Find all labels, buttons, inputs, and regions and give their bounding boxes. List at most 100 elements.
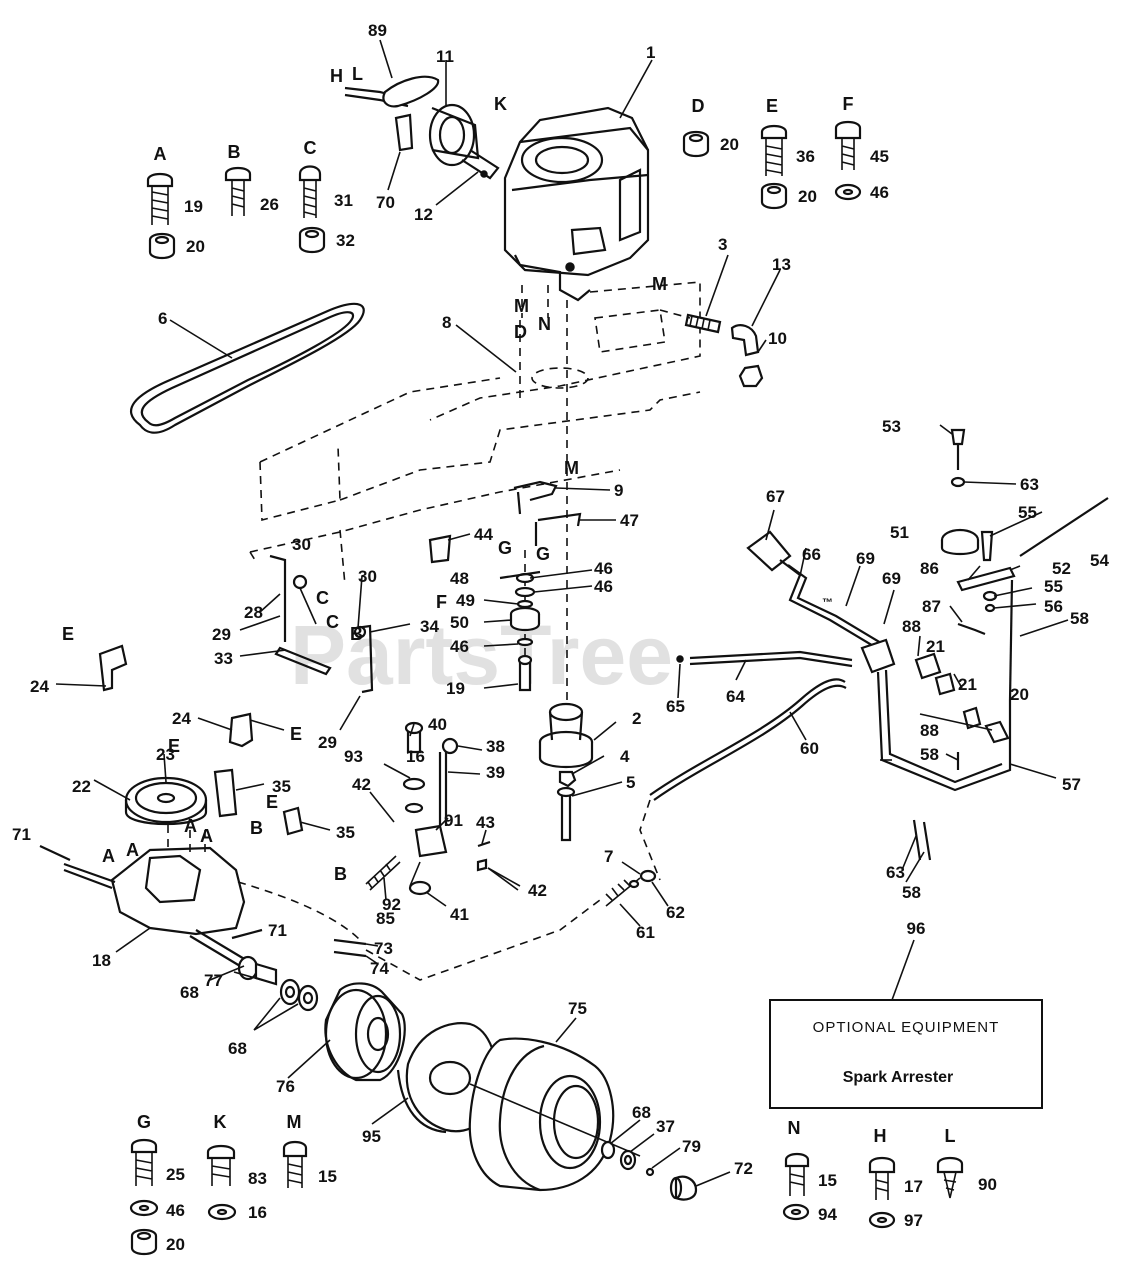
callout-51: 51 [890,523,909,542]
callout-52: 52 [1052,559,1071,578]
hw-h-part-1: 17 [904,1177,923,1196]
optional-title: OPTIONAL EQUIPMENT [813,1019,1000,1036]
callout-21b: 21 [958,675,977,694]
ref-letter-c1: C [316,588,329,608]
callout-46a: 46 [594,559,613,578]
ref-letter-k: K [494,94,507,114]
ref-letter-f: F [436,592,447,612]
ref-letter-l: L [352,64,363,84]
callout-29b: 29 [318,733,337,752]
callout-93: 93 [344,747,363,766]
callout-7: 7 [604,847,613,866]
callout-56: 56 [1044,597,1063,616]
ref-letter-m3: M [564,458,579,478]
callout-8: 8 [442,313,451,332]
callout-75: 75 [568,999,587,1018]
callout-61: 61 [636,923,655,942]
callout-33: 33 [214,649,233,668]
ref-letter-e4: E [266,792,278,812]
hw-a-part-2: 20 [186,237,205,256]
callout-71a: 71 [12,825,31,844]
belt [129,302,365,434]
callout-11: 11 [436,47,454,66]
ref-letter-d: D [514,322,527,342]
hw-e-part-2: 20 [798,187,817,206]
callout-92: 92 [382,895,401,914]
ref-letter-e2: E [290,724,302,744]
callout-60: 60 [800,739,819,758]
callout-13: 13 [772,255,791,274]
callout-numbers: 1 2 3 4 5 6 7 8 9 10 11 12 13 16 18 19 2… [12,21,1109,1178]
ref-letter-m1: M [514,296,529,316]
hardware-labels: A 19 20 B 26 C 31 32 D 20 E 36 20 F 45 4… [137,94,997,1254]
callout-66: 66 [802,545,821,564]
axle-spacers [237,955,319,1012]
ref-letter-c2: C [326,612,339,632]
callout-71b: 71 [268,921,287,940]
callout-58c: 58 [902,883,921,902]
hw-f-part-2: 46 [870,183,889,202]
hw-letter-e: E [766,96,778,116]
callout-63a: 63 [1020,475,1039,494]
hw-c-part-1: 31 [334,191,353,210]
hw-letter-h: H [874,1126,887,1146]
lever-assembly [746,530,1014,792]
hw-h-part-2: 97 [904,1211,923,1230]
callout-57: 57 [1062,775,1081,794]
callout-21a: 21 [926,637,945,656]
callout-68b: 68 [228,1039,247,1058]
right-side-parts [912,428,1109,861]
ref-letter-e3: E [168,736,180,756]
callout-30b: 30 [358,567,377,586]
callout-19: 19 [446,679,465,698]
callout-68c: 68 [632,1103,651,1122]
center-small-parts [365,721,491,896]
ref-letter-m2: M [652,274,667,294]
callout-12: 12 [414,205,433,224]
hw-d-part-1: 20 [720,135,739,154]
callout-6: 6 [158,309,167,328]
drain-parts [659,309,764,388]
watermark-tm: ™ [822,597,833,609]
ref-letter-n: N [538,314,551,334]
ref-letter-e1: E [62,624,74,644]
callout-46b: 46 [594,577,613,596]
callout-95: 95 [362,1127,381,1146]
callout-53: 53 [882,417,901,436]
watermark: PartsTree [290,608,673,702]
ref-letter-a2: A [126,840,139,860]
callout-62: 62 [666,903,685,922]
callout-2: 2 [632,709,641,728]
callout-22: 22 [72,777,91,796]
callout-70: 70 [376,193,395,212]
callout-73: 73 [374,939,393,958]
brackets-left [269,554,374,694]
callout-85: 85 [376,909,395,928]
hw-letter-c: C [304,138,317,158]
wheel-rim [324,982,406,1082]
callout-39: 39 [486,763,505,782]
callout-69b: 69 [882,569,901,588]
hw-f-part-1: 45 [870,147,889,166]
bracket-24-mid [228,712,254,748]
callout-79: 79 [682,1137,701,1156]
callout-88a: 88 [902,617,921,636]
hw-letter-n: N [788,1118,801,1138]
callout-46c: 46 [450,637,469,656]
callout-55b: 55 [1044,577,1063,596]
callout-64: 64 [726,687,745,706]
callout-34: 34 [420,617,439,636]
optional-item: Spark Arrester [843,1069,954,1086]
hw-g-part-1: 25 [166,1165,185,1184]
ref-letter-b3: B [334,864,347,884]
hw-l-part-1: 90 [978,1175,997,1194]
callout-41: 41 [450,905,469,924]
callout-16: 16 [406,747,425,766]
wheel-hardware [600,1140,698,1201]
callout-68a: 68 [180,983,199,1002]
callout-20: 20 [1010,685,1029,704]
callout-63b: 63 [886,863,905,882]
reference-letters: H L K M M M N D G G F C C E E E E B B B … [62,64,667,884]
hw-letter-a: A [154,144,167,164]
